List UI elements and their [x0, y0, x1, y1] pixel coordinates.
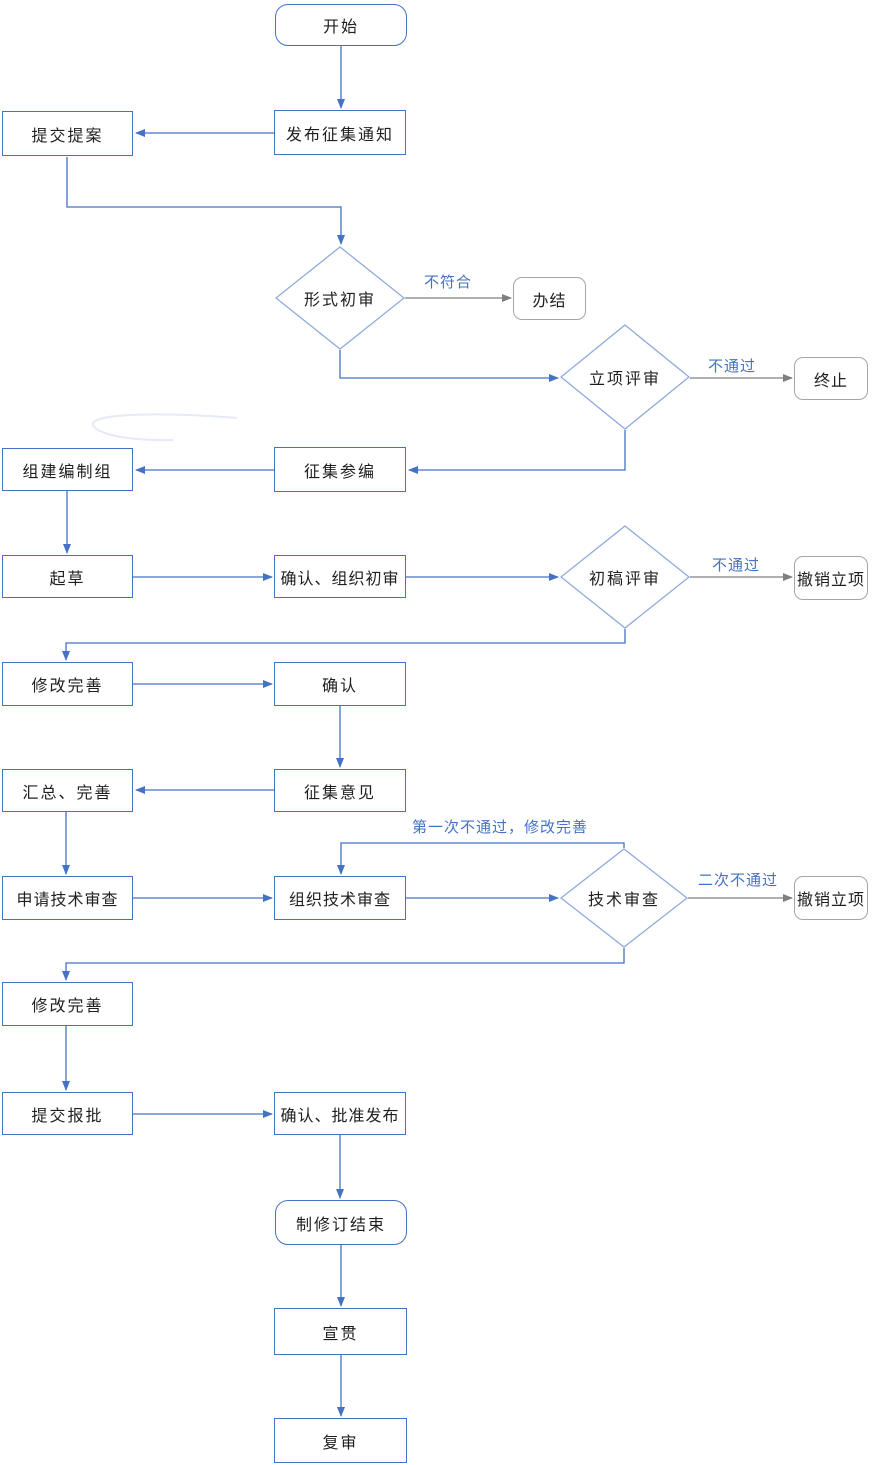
node-draft: 起草: [2, 555, 133, 598]
diamond-shape: [275, 246, 405, 350]
node-draft-label: 起草: [49, 570, 86, 588]
node-recruit-participants-label: 征集参编: [303, 463, 376, 481]
node-revoke-project-2: 撤销立项: [794, 876, 868, 920]
node-confirm-label: 确认: [321, 678, 358, 695]
node-confirm-approve-publish-label: 确认、批准发布: [280, 1107, 400, 1125]
node-revision-end: 制修订结束: [275, 1200, 407, 1245]
node-submit-approval: 提交报批: [2, 1092, 133, 1135]
node-promote-label: 宣贯: [322, 1325, 359, 1343]
diamond-shape: [560, 324, 690, 430]
node-summarize-improve: 汇总、完善: [2, 769, 133, 812]
node-revise-1: 修改完善: [2, 662, 133, 706]
node-confirm-initial-review-label: 确认、组织初审: [280, 570, 400, 588]
edge-label-not-pass-project: 不通过: [708, 359, 757, 375]
node-revoke-project-2-label: 撤销立项: [796, 892, 865, 909]
node-revise-2: 修改完善: [2, 982, 133, 1026]
node-terminate: 终止: [794, 357, 868, 400]
node-close-case-label: 办结: [532, 292, 567, 310]
node-tech-review: 技术审查: [560, 848, 688, 948]
node-confirm: 确认: [274, 662, 406, 706]
node-confirm-initial-review: 确认、组织初审: [274, 555, 406, 598]
node-start: 开始: [275, 4, 407, 46]
node-organize-tech-review-label: 组织技术审查: [288, 892, 391, 909]
node-summarize-improve-label: 汇总、完善: [22, 784, 113, 802]
node-revoke-project-1: 撤销立项: [794, 556, 868, 600]
node-close-case: 办结: [513, 277, 586, 320]
diamond-shape: [560, 525, 690, 629]
diamond-shape: [560, 848, 688, 948]
edge-label-second-fail: 二次不通过: [698, 873, 779, 889]
node-submit-proposal-label: 提交提案: [31, 127, 104, 145]
edge-label-not-pass-draft: 不通过: [712, 558, 761, 574]
edge-label-first-fail-revise: 第一次不通过，修改完善: [412, 820, 589, 836]
node-revise-2-label: 修改完善: [31, 998, 104, 1015]
decorative-curve: [91, 413, 238, 442]
node-revise-1-label: 修改完善: [31, 678, 104, 695]
node-recruit-participants: 征集参编: [274, 447, 406, 492]
node-solicit-opinions: 征集意见: [274, 769, 406, 812]
node-publish-notice-label: 发布征集通知: [285, 126, 394, 144]
node-draft-review-label: 初稿评审: [588, 571, 661, 588]
node-draft-review: 初稿评审: [560, 525, 690, 629]
edge-label-not-conform: 不符合: [424, 275, 473, 291]
node-project-review: 立项评审: [560, 324, 690, 430]
node-form-drafting-group-label: 组建编制组: [22, 463, 113, 481]
node-confirm-approve-publish: 确认、批准发布: [274, 1092, 406, 1135]
node-final-review: 复审: [274, 1418, 407, 1463]
node-publish-notice: 发布征集通知: [274, 110, 406, 155]
node-submit-proposal: 提交提案: [2, 111, 133, 156]
node-solicit-opinions-label: 征集意见: [303, 784, 376, 802]
node-form-drafting-group: 组建编制组: [2, 448, 133, 491]
node-promote: 宣贯: [274, 1308, 407, 1355]
node-submit-approval-label: 提交报批: [31, 1107, 104, 1125]
node-formal-review: 形式初审: [275, 246, 405, 350]
node-tech-review-label: 技术审查: [587, 892, 660, 909]
node-final-review-label: 复审: [322, 1434, 359, 1452]
node-revision-end-label: 制修订结束: [295, 1216, 386, 1234]
node-apply-tech-review-label: 申请技术审查: [16, 892, 119, 909]
node-formal-review-label: 形式初审: [303, 292, 376, 309]
node-apply-tech-review: 申请技术审查: [2, 876, 133, 920]
node-organize-tech-review: 组织技术审查: [274, 876, 406, 920]
node-terminate-label: 终止: [813, 372, 848, 390]
node-revoke-project-1-label: 撤销立项: [796, 572, 865, 589]
node-project-review-label: 立项评审: [588, 371, 661, 388]
node-start-label: 开始: [322, 19, 359, 36]
